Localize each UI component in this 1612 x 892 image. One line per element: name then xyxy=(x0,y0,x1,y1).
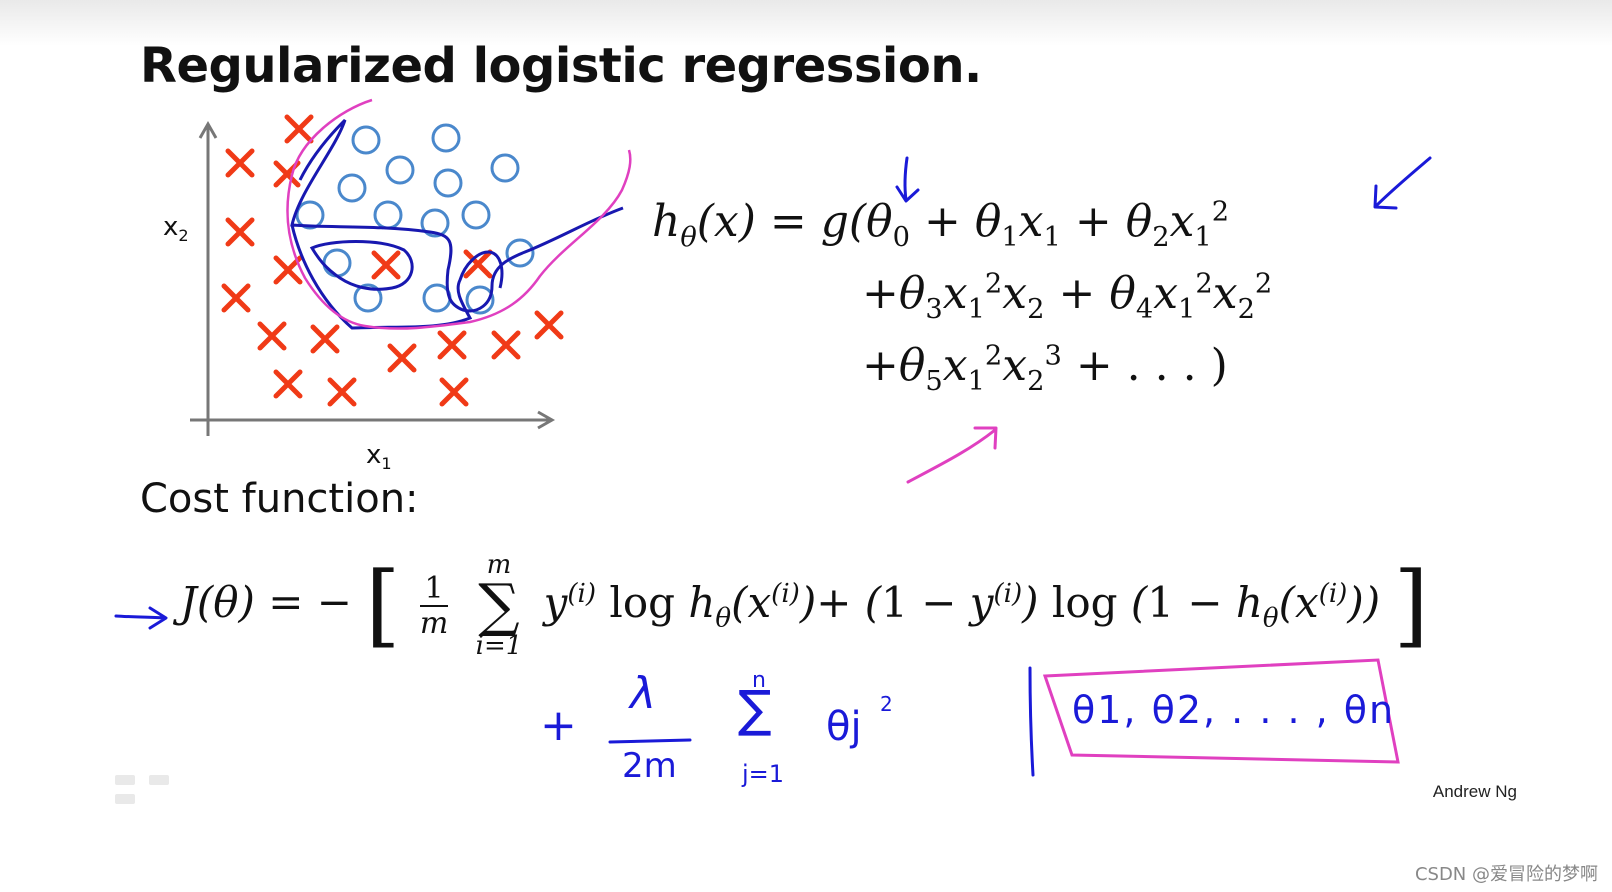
reg-lambda: λ xyxy=(630,668,657,719)
cross-point xyxy=(273,255,303,285)
cost-function-label: Cost function: xyxy=(140,476,419,522)
circle-point xyxy=(351,125,381,155)
circle-point xyxy=(385,155,415,185)
circle-point xyxy=(353,283,383,313)
circle-point xyxy=(465,285,495,315)
reg-sum-bot: j=1 xyxy=(742,760,785,788)
reg-2m: 2m xyxy=(622,746,677,786)
circle-point xyxy=(337,173,367,203)
left-bracket: [ xyxy=(365,552,401,658)
reg-sigma: ∑ xyxy=(738,680,772,738)
right-bracket: ] xyxy=(1393,552,1429,658)
cross-points xyxy=(221,114,564,407)
summation-i: m∑i=1 xyxy=(475,550,523,662)
cross-point xyxy=(257,321,287,351)
x-axis-label: x1 xyxy=(366,440,392,474)
cross-point xyxy=(463,249,493,279)
diag-arrow-annotation xyxy=(1373,156,1432,210)
slide-title: Regularized logistic regression. xyxy=(140,38,982,94)
cross-point xyxy=(225,217,255,247)
cross-point xyxy=(437,330,467,360)
vertical-bar-annotation xyxy=(1028,666,1035,777)
circle-point xyxy=(461,200,491,230)
cost-body: y(i) log hθ(x(i))+ (1 − y(i)) log (1 − h… xyxy=(543,577,1381,633)
cross-point xyxy=(387,343,417,373)
magenta-boundary xyxy=(286,98,632,330)
reg-plus: + xyxy=(540,700,577,751)
cross-point xyxy=(327,377,357,407)
reg-sum-top: n xyxy=(752,668,766,693)
cross-point xyxy=(225,148,255,178)
down-arrow-annotation xyxy=(895,156,920,203)
cost-lhs: J(θ) = − xyxy=(180,577,352,627)
boxed-params: θ1, θ2, . . . , θn xyxy=(1072,688,1396,732)
faint-toolbar-icons xyxy=(115,770,215,804)
cross-point xyxy=(221,283,251,313)
cross-point xyxy=(439,377,469,407)
pink-arrow-annotation xyxy=(906,426,998,484)
cross-point xyxy=(534,310,564,340)
reg-power: 2 xyxy=(880,692,893,716)
params-box xyxy=(1042,658,1400,764)
hypothesis-line-3: +θ5x12x23 + . . . ) xyxy=(862,340,1228,397)
hypothesis-line-1: hθ(x) = g(θ0 + θ1x1 + θ2x12 xyxy=(652,196,1230,253)
csdn-watermark: CSDN @爱冒险的梦啊 xyxy=(1414,864,1598,885)
fraction-bar xyxy=(608,738,692,744)
circle-point xyxy=(505,238,535,268)
y-axis-arrow xyxy=(198,120,218,139)
circle-point xyxy=(420,208,450,238)
right-arrow-annotation xyxy=(114,606,168,630)
y-axis-label: x2 xyxy=(163,212,189,246)
circle-point xyxy=(490,153,520,183)
circle-point xyxy=(431,123,461,153)
x-axis-arrow xyxy=(537,410,556,430)
circle-point xyxy=(433,168,463,198)
hypothesis-lhs: hθ(x) = g(θ0 + θ1x1 + θ2x12 xyxy=(652,196,1230,253)
cross-point xyxy=(273,369,303,399)
cross-point xyxy=(310,324,340,354)
cross-point xyxy=(284,114,314,144)
hypothesis-line-2: +θ3x12x2 + θ4x12x22 xyxy=(862,268,1273,325)
blue-overfit-boundary xyxy=(290,118,624,330)
cross-point xyxy=(371,250,401,280)
cross-point xyxy=(491,330,521,360)
top-gradient-bar xyxy=(0,0,1612,46)
circle-point xyxy=(295,200,325,230)
reg-theta: θj xyxy=(826,704,862,750)
author-attribution: Andrew Ng xyxy=(1432,782,1517,801)
plot-axes xyxy=(190,120,556,436)
